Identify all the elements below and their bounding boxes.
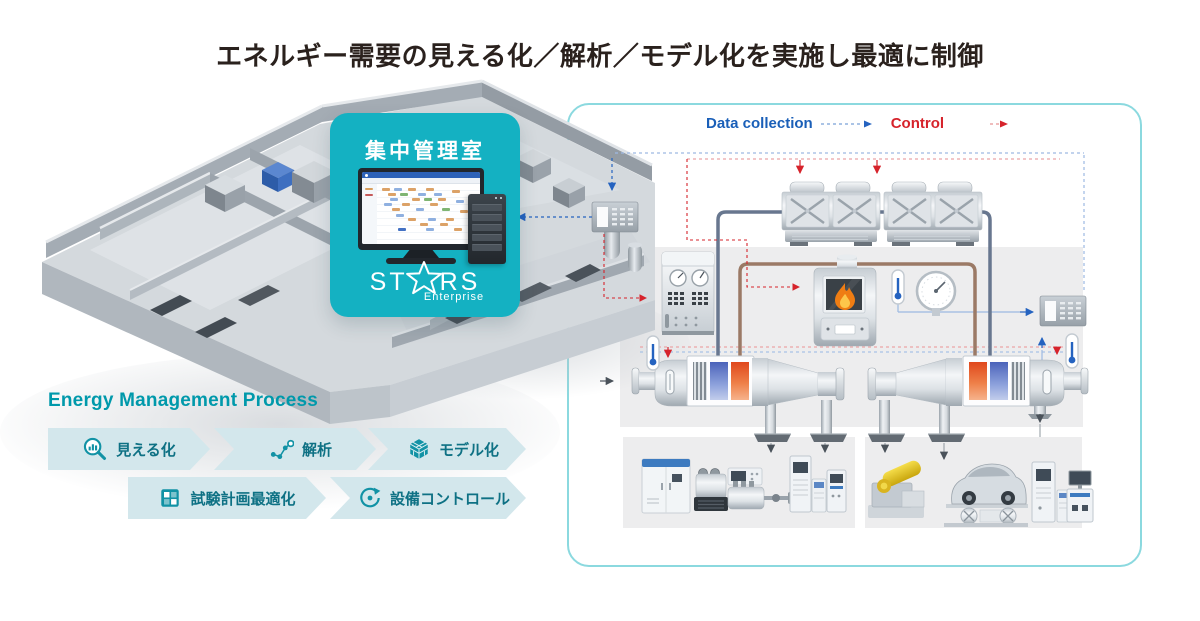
data-and-control-wires [487, 152, 1085, 455]
grid-optimize-icon [158, 486, 182, 510]
control-arrow-to-cabinet [603, 234, 647, 302]
process-step-visualize: 見える化 [48, 428, 210, 470]
control-cycle-icon [358, 486, 382, 510]
logo-subtitle: Enterprise [423, 291, 485, 303]
legend-data-collection-label: Data collection [706, 115, 813, 132]
heating-coil [969, 362, 987, 400]
process-step-equipment-control: 設備コントロール [330, 477, 526, 519]
test-equipment-group-left [641, 455, 847, 514]
car-on-chassis-dyno [944, 463, 1028, 527]
cooling-coil [990, 362, 1008, 400]
heating-coil [731, 362, 749, 400]
filter-section [693, 362, 707, 400]
control-arrow-icon [990, 120, 1009, 127]
monitor-stand [403, 250, 439, 258]
test-equipment-group-right [868, 460, 1094, 527]
logo-text-prefix: ST [369, 268, 408, 296]
measurement-rack-small [811, 478, 827, 513]
compressor [694, 468, 728, 511]
control-cabinet [661, 251, 715, 335]
filter-section [1011, 362, 1025, 400]
factory-machines [150, 149, 642, 338]
data-collection-arrow-icon [820, 120, 872, 127]
scatter-plot-icon [270, 437, 294, 461]
star-icon [405, 260, 442, 294]
analyzer-rack [826, 469, 847, 513]
engine-with-yellow-part [868, 460, 925, 518]
air-handling-unit-left [631, 355, 848, 443]
instrument-cart [1066, 470, 1094, 523]
cooling-coil [710, 362, 728, 400]
scheduler-screen [362, 172, 480, 244]
legend: Data collection Control [706, 115, 1009, 132]
logo-text-suffix: RS [439, 268, 481, 296]
thermometer-ahu-right [1064, 332, 1080, 370]
cooling-tower-unit-2 [882, 180, 984, 248]
measurement-rack-tall [789, 455, 812, 513]
control-arrow-to-boiler [686, 159, 800, 291]
process-step-analyze: 解析 [214, 428, 376, 470]
cube-model-icon [407, 437, 431, 461]
control-room-monitor [358, 168, 484, 250]
pressure-gauge [915, 270, 957, 316]
stars-logo: ST RS Enterprise [330, 260, 520, 303]
process-step-model: モデル化 [368, 428, 526, 470]
measurement-rack-tall-right [1031, 461, 1056, 523]
cooling-tower-unit-1 [780, 180, 882, 248]
hot-water-pipe [738, 262, 977, 368]
monitor-base [386, 258, 456, 264]
server-tower [468, 194, 506, 264]
page-title: エネルギー需要の見える化／解析／モデル化を実施し最適に制御 [216, 41, 984, 71]
process-step-test-plan-optimize: 試験計画最適化 [128, 477, 326, 519]
engine-test-bench [727, 481, 793, 510]
legend-control-label: Control [890, 115, 945, 132]
thermometer [890, 268, 906, 306]
power-meter-left [591, 201, 639, 233]
magnifier-bars-icon [82, 436, 108, 462]
air-handling-unit-right [867, 355, 1089, 443]
central-control-room-card: 集中管理室 ST [330, 113, 520, 317]
process-heading: Energy Management Process [48, 390, 319, 411]
energy-management-process: Energy Management Process 見える化 [48, 390, 528, 412]
electrical-cabinet [641, 458, 691, 514]
boiler-with-flame [813, 254, 877, 347]
control-room-label: 集中管理室 [365, 140, 485, 163]
power-meter-right [1039, 295, 1087, 327]
flow-arrows [516, 158, 1062, 461]
thermometer-ahu-left [645, 334, 661, 372]
